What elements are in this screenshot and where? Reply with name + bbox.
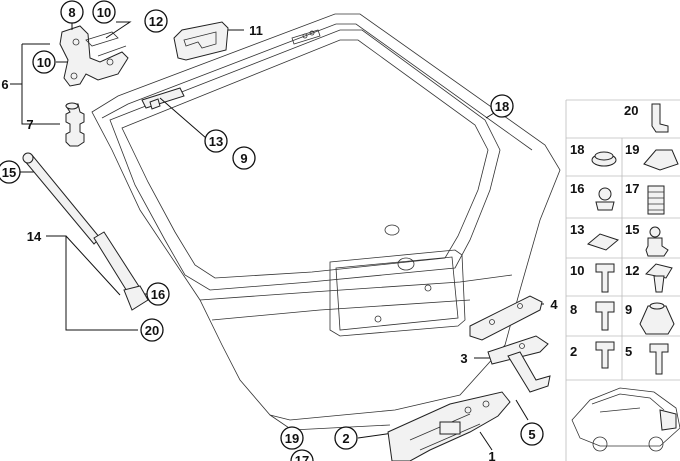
legend-part-2	[595, 341, 615, 369]
callout-14: 14	[27, 229, 42, 244]
callout-16: 16	[151, 287, 165, 302]
callout-17: 17	[295, 453, 309, 461]
car-thumbnail	[571, 387, 680, 452]
callout-19: 19	[285, 431, 299, 446]
legend-part-13	[586, 233, 620, 251]
callout-8: 8	[68, 5, 75, 20]
legend-label-16: 16	[570, 181, 584, 196]
callout-1: 1	[488, 449, 495, 461]
callout-15: 15	[2, 165, 16, 180]
callout-11: 11	[249, 23, 263, 38]
legend-label-8: 8	[570, 302, 577, 317]
callout-18: 18	[495, 99, 509, 114]
callout-13: 13	[209, 134, 223, 149]
callout-3: 3	[460, 351, 467, 366]
callout-10-left: 10	[37, 55, 51, 70]
legend-label-12: 12	[625, 263, 639, 278]
callout-2: 2	[342, 431, 349, 446]
legend-label-2: 2	[570, 344, 577, 359]
gas-strut	[22, 152, 149, 311]
legend-part-5	[649, 343, 669, 375]
legend-label-19: 19	[625, 142, 639, 157]
callout-labels: 8 10 10 6 7 12 11 13 9 18 15 14 16 20 4 …	[0, 0, 558, 461]
callout-7: 7	[26, 117, 33, 132]
callout-12: 12	[149, 14, 163, 29]
legend-part-15	[645, 237, 669, 257]
callout-6: 6	[1, 77, 8, 92]
callout-4: 4	[550, 297, 558, 312]
legend-label-15: 15	[625, 222, 639, 237]
legend-part-17	[647, 185, 665, 215]
legend-part-16	[598, 187, 612, 201]
legend-part-8	[595, 301, 615, 331]
callout-20: 20	[145, 323, 159, 338]
legend-label-17: 17	[625, 181, 639, 196]
legend-label-20: 20	[624, 103, 638, 118]
legend-part-20	[651, 103, 669, 133]
legend-label-13: 13	[570, 222, 584, 237]
legend-label-9: 9	[625, 302, 632, 317]
legend-part-9	[639, 305, 675, 335]
callout-10-top: 10	[97, 5, 111, 20]
legend-label-10: 10	[570, 263, 584, 278]
legend-label-5: 5	[625, 344, 632, 359]
legend-part-10	[595, 263, 615, 293]
callout-5: 5	[528, 427, 535, 442]
callout-9: 9	[240, 151, 247, 166]
parts-legend: 20 18 19 16 17 13 15 10 12 8 9 2	[565, 99, 680, 461]
tailgate-drawing	[91, 13, 561, 431]
leader-lines	[10, 18, 544, 451]
lock-assembly	[387, 295, 551, 461]
legend-part-19	[643, 149, 679, 171]
hinge-assembly	[59, 25, 129, 147]
plug-part-12	[173, 21, 229, 61]
legend-label-18: 18	[570, 142, 584, 157]
